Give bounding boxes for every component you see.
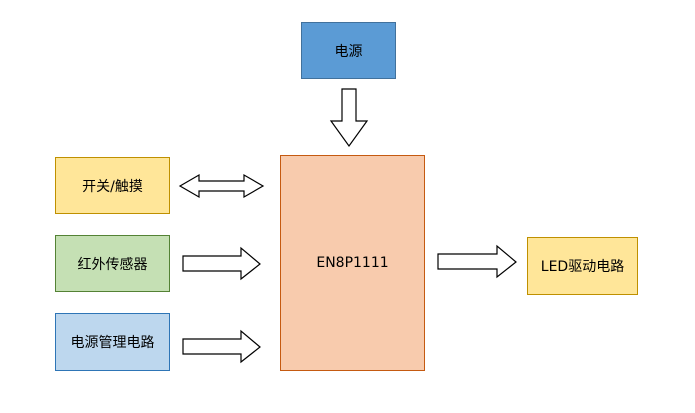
switch-touch-block: 开关/触摸 xyxy=(55,157,170,214)
ir-sensor-label: 红外传感器 xyxy=(77,256,148,273)
switch-touch-label: 开关/触摸 xyxy=(82,178,143,195)
power-management-label: 电源管理电路 xyxy=(70,335,155,351)
arrow-power-to-mcu xyxy=(329,88,369,148)
arrow-mcu-to-led xyxy=(437,244,517,279)
ir-sensor-block: 红外传感器 xyxy=(55,235,170,292)
power-label: 电源 xyxy=(334,43,363,60)
mcu-label: EN8P1111 xyxy=(316,255,389,271)
led-driver-block: LED驱动电路 xyxy=(527,237,638,295)
led-driver-label: LED驱动电路 xyxy=(540,259,625,275)
arrow-switch-mcu-bidirectional xyxy=(178,173,265,199)
arrow-ir-to-mcu xyxy=(182,246,261,281)
power-management-block: 电源管理电路 xyxy=(55,313,170,371)
arrow-pm-to-mcu xyxy=(182,329,261,364)
power-block: 电源 xyxy=(301,22,396,79)
mcu-block: EN8P1111 xyxy=(280,155,425,371)
